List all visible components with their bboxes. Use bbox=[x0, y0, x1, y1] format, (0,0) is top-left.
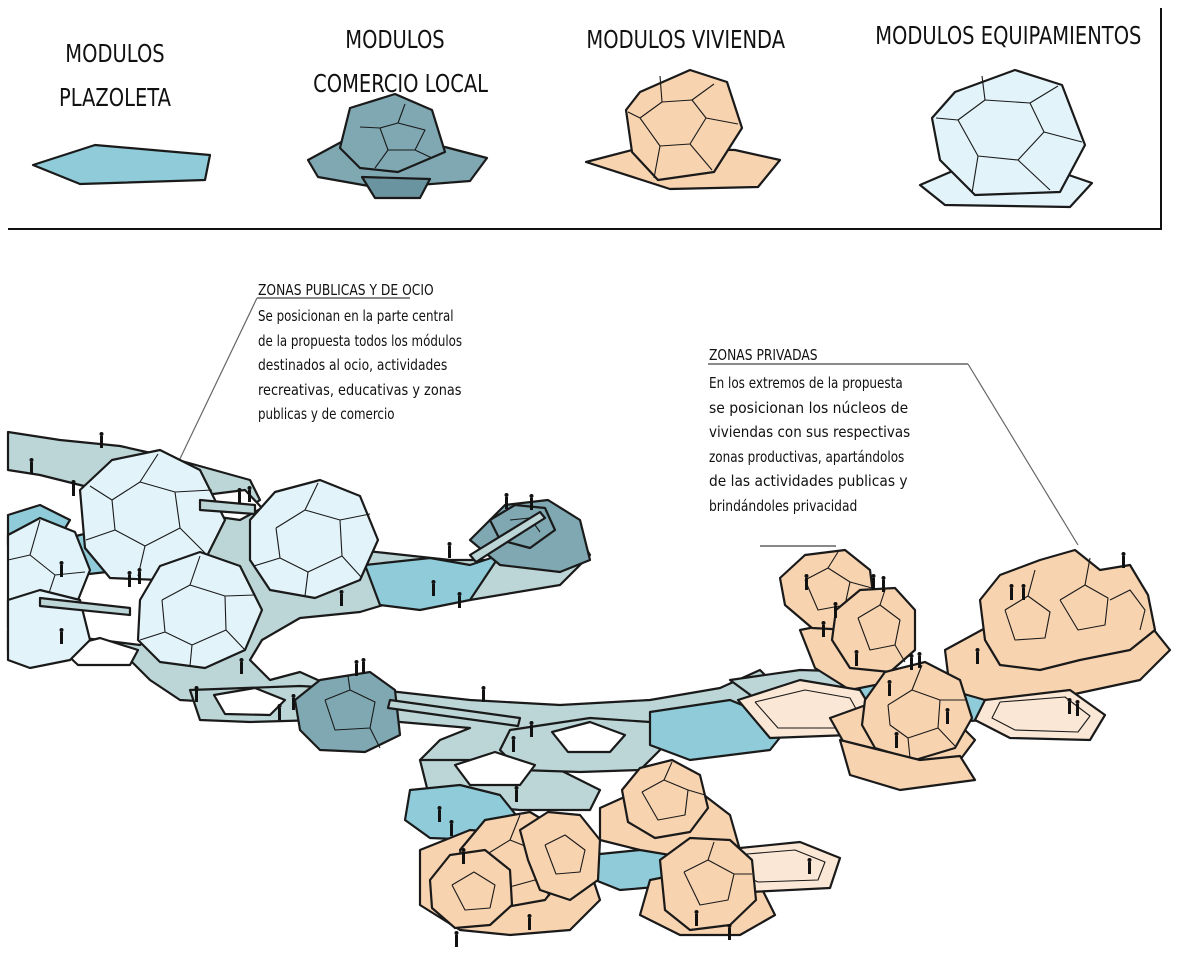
person-icon bbox=[821, 621, 826, 637]
person-icon bbox=[694, 910, 699, 926]
person-icon bbox=[237, 488, 242, 504]
legend-label-comercio-1: MODULOS bbox=[345, 25, 445, 54]
person-icon bbox=[137, 568, 142, 584]
legend-label-comercio-2: COMERCIO LOCAL bbox=[313, 69, 489, 98]
note-publicas-title: ZONAS PUBLICAS Y DE OCIO bbox=[258, 281, 434, 299]
person-icon bbox=[431, 580, 436, 596]
person-icon bbox=[504, 493, 509, 509]
person-icon bbox=[529, 721, 534, 737]
person-icon bbox=[59, 628, 64, 644]
person-icon bbox=[454, 931, 459, 947]
legend-icon-plazoleta bbox=[31, 143, 212, 186]
person-icon bbox=[909, 654, 914, 670]
equipment-modules bbox=[6, 448, 380, 670]
person-icon bbox=[945, 708, 950, 724]
person-icon bbox=[1075, 700, 1080, 716]
note-privadas-line: En los extremos de la propuesta bbox=[709, 374, 903, 392]
person-icon bbox=[361, 658, 366, 674]
note-publicas-body: Se posicionan en la parte central de la … bbox=[258, 304, 516, 427]
note-publicas-line: destinados al ocio, actividades bbox=[258, 356, 448, 374]
person-icon bbox=[1009, 584, 1014, 600]
note-privadas-line: brindándoles privacidad bbox=[709, 496, 858, 515]
note-privadas-line: de las actividades publicas y bbox=[709, 472, 908, 490]
person-icon bbox=[59, 561, 64, 577]
person-icon bbox=[354, 660, 359, 676]
legend-icon-vivienda bbox=[584, 68, 782, 191]
person-icon bbox=[247, 486, 252, 502]
legend-label-vivienda: MODULOS VIVIENDA bbox=[586, 25, 786, 54]
legend-label-equipamientos: MODULOS EQUIPAMIENTOS bbox=[875, 21, 1142, 50]
person-icon bbox=[437, 806, 442, 822]
person-icon bbox=[277, 704, 282, 720]
person-icon bbox=[194, 686, 199, 702]
person-icon bbox=[871, 574, 876, 590]
person-icon bbox=[449, 820, 454, 836]
person-icon bbox=[339, 590, 344, 606]
person-icon bbox=[807, 858, 812, 874]
note-privadas-line: se posicionan los núcleos de bbox=[709, 398, 909, 417]
person-icon bbox=[1067, 698, 1072, 714]
note-privadas-title: ZONAS PRIVADAS bbox=[709, 346, 818, 364]
person-icon bbox=[529, 494, 534, 510]
person-icon bbox=[917, 652, 922, 668]
leader-line-publicas bbox=[176, 297, 410, 466]
person-icon bbox=[511, 736, 516, 752]
note-privadas-body: En los extremos de la propuesta se posic… bbox=[709, 371, 953, 518]
note-privadas-line: zonas productivas, apartándolos bbox=[709, 447, 905, 466]
legend-icon-comercio bbox=[306, 92, 489, 200]
person-icon bbox=[514, 786, 519, 802]
person-icon bbox=[481, 686, 486, 702]
person-icon bbox=[975, 648, 980, 664]
person-icon bbox=[461, 848, 466, 864]
bridges bbox=[38, 498, 547, 728]
person-icon bbox=[833, 602, 838, 618]
people-figures bbox=[29, 432, 1126, 947]
person-icon bbox=[1021, 584, 1026, 600]
person-icon bbox=[99, 432, 104, 448]
person-icon bbox=[854, 650, 859, 666]
person-icon bbox=[239, 658, 244, 674]
person-icon bbox=[887, 680, 892, 696]
note-publicas-line: recreativas, educativas y zonas bbox=[258, 380, 462, 399]
person-icon bbox=[447, 542, 452, 558]
legend-icon-equipamientos bbox=[918, 68, 1094, 209]
legend-frame bbox=[8, 8, 1162, 230]
note-privadas-line: viviendas con sus respectivas bbox=[709, 423, 911, 441]
note-publicas-line: de la propuesta todos los módulos bbox=[258, 331, 463, 350]
person-icon bbox=[127, 571, 132, 587]
person-icon bbox=[527, 914, 532, 930]
person-icon bbox=[804, 574, 809, 590]
person-icon bbox=[1121, 552, 1126, 568]
legend-label-plazoleta-1: MODULOS bbox=[65, 39, 165, 68]
person-icon bbox=[457, 592, 462, 608]
person-icon bbox=[71, 480, 76, 496]
person-icon bbox=[881, 576, 886, 592]
person-icon bbox=[894, 732, 899, 748]
note-publicas-line: publicas y de comercio bbox=[258, 405, 395, 423]
person-icon bbox=[291, 694, 296, 710]
leader-line-privadas bbox=[708, 363, 1079, 546]
housing-modules bbox=[418, 548, 1172, 937]
person-icon bbox=[29, 458, 34, 474]
note-publicas-line: Se posicionan en la parte central bbox=[258, 307, 454, 325]
person-icon bbox=[727, 924, 732, 940]
legend-label-plazoleta-2: PLAZOLETA bbox=[58, 83, 172, 112]
